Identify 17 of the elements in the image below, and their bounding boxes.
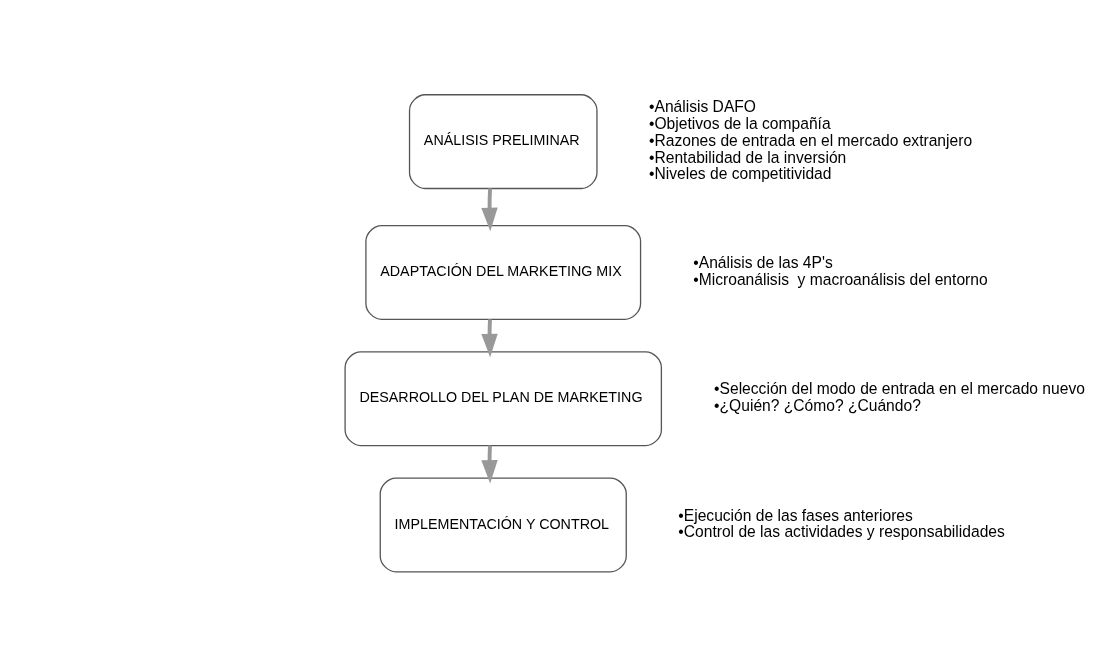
node-label: •Razones de entrada en el mercado extranjero	[649, 131, 973, 149]
node-label: •Microanálisis y macroanálisis del entorno	[693, 270, 988, 288]
node-label: •Niveles de competitividad	[649, 165, 832, 183]
node-label: •Análisis DAFO	[649, 97, 756, 115]
node-label: •Control de las actividades y responsabilidades	[678, 523, 1005, 541]
arrow	[481, 188, 498, 232]
node-label: •¿Quién? ¿Cómo? ¿Cuándo?	[714, 397, 921, 415]
node-label: •Objetivos de la compañía	[649, 114, 831, 132]
node-label: •Rentabilidad de la inversión	[649, 148, 847, 166]
node-box: ANÁLISIS PRELIMINAR	[408, 94, 598, 190]
node-label: •Selección del modo de entrada en el mercado nuevo	[714, 380, 1085, 398]
node-label: •Ejecución de las fases anteriores	[678, 506, 913, 524]
node-box: IMPLEMENTACIÓN Y CONTROL	[379, 477, 627, 573]
node-box: DESARROLLO DEL PLAN DE MARKETING	[344, 351, 663, 447]
node-box: ADAPTACIÓN DEL MARKETING MIX	[365, 224, 642, 320]
arrow	[481, 319, 498, 358]
node-label: •Análisis de las 4P's	[693, 254, 833, 271]
